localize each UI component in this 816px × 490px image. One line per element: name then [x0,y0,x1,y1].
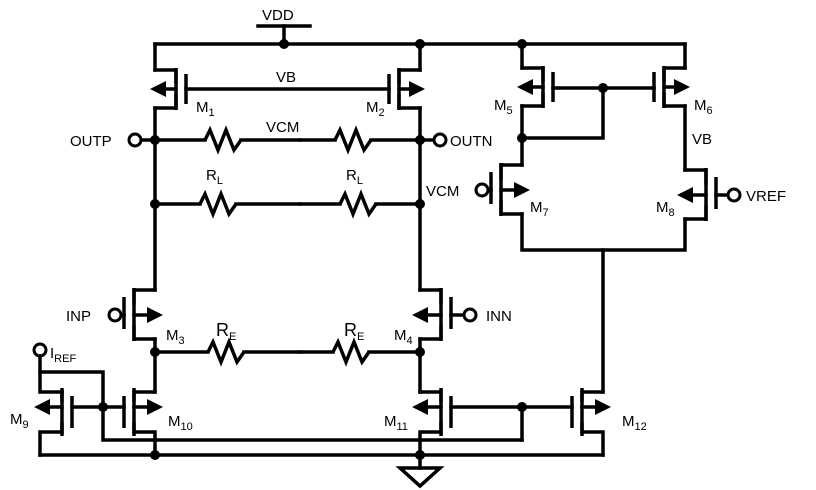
inn-port [462,307,478,323]
ground-node-m10 [150,450,160,460]
m9-label: M9 [10,411,29,431]
rl-node-right [415,199,425,209]
transistor-m8 [677,168,730,221]
vcm-resistor-left [153,125,302,155]
m12-label: M12 [622,413,647,433]
rl-left-label: RL [206,167,223,187]
outp-label: OUTP [70,133,112,150]
iref-wire [38,354,64,394]
re-node-right [415,347,425,357]
rail-junction-m2 [415,39,425,49]
vdd-junction [279,39,289,49]
transistor-m11 [412,388,453,457]
transistor-m6 [652,66,690,108]
iref-label: IREF [50,345,76,365]
re-right-label: RE [344,320,364,343]
rail-junction-m5 [517,39,527,49]
m7-label: M7 [530,199,549,219]
diode-connect-wire [520,86,605,140]
inn-label: INN [486,308,512,325]
vb-top-label: VB [276,69,296,86]
m4-label: M4 [394,327,413,347]
outn-port [432,132,448,148]
rl-right-label: RL [346,167,363,187]
m2-label: M2 [366,99,385,119]
iref-port [32,342,48,358]
inp-port [107,307,123,323]
rl-resistor-right [298,189,422,219]
vcm-mid-label: VCM [266,119,299,136]
m11-m12-gate-node [517,402,527,412]
outn-label: OUTN [450,133,493,150]
re-resistor-right [298,337,422,367]
m9-m10-gate-node [98,402,108,412]
outp-port [127,132,143,148]
rl-resistor-left [153,189,302,219]
transistor-m10 [122,388,163,457]
m3-label: M3 [166,327,185,347]
rl-node-left [150,199,160,209]
m10-label: M10 [168,413,193,433]
transistor-m9 [34,388,74,457]
m6-label: M6 [694,97,713,117]
transistor-m2 [387,68,425,110]
vref-label: VREF [746,188,786,205]
m5-drain-node [517,133,527,143]
transistor-m5 [517,66,555,108]
re-left-label: RE [216,320,236,343]
m11-label: M11 [384,413,408,433]
vdd-label: VDD [262,7,294,24]
m5-label: M5 [494,97,513,117]
inp-label: INP [66,308,91,325]
m7-m8-tail-wire [520,212,687,252]
re-resistor-left [153,337,302,367]
vb-right-label: VB [692,131,712,148]
transistor-m12 [570,388,611,457]
m1-label: M1 [196,99,215,119]
ground-symbol [395,466,445,489]
transistor-m4 [412,288,467,341]
re-node-left [150,347,160,357]
m8-label: M8 [656,199,675,219]
transistor-m1 [150,68,188,110]
vref-port [726,187,742,203]
vcm-right-label: VCM [426,183,459,200]
vcm-port [474,182,490,198]
vcm-resistor-right [298,125,422,155]
